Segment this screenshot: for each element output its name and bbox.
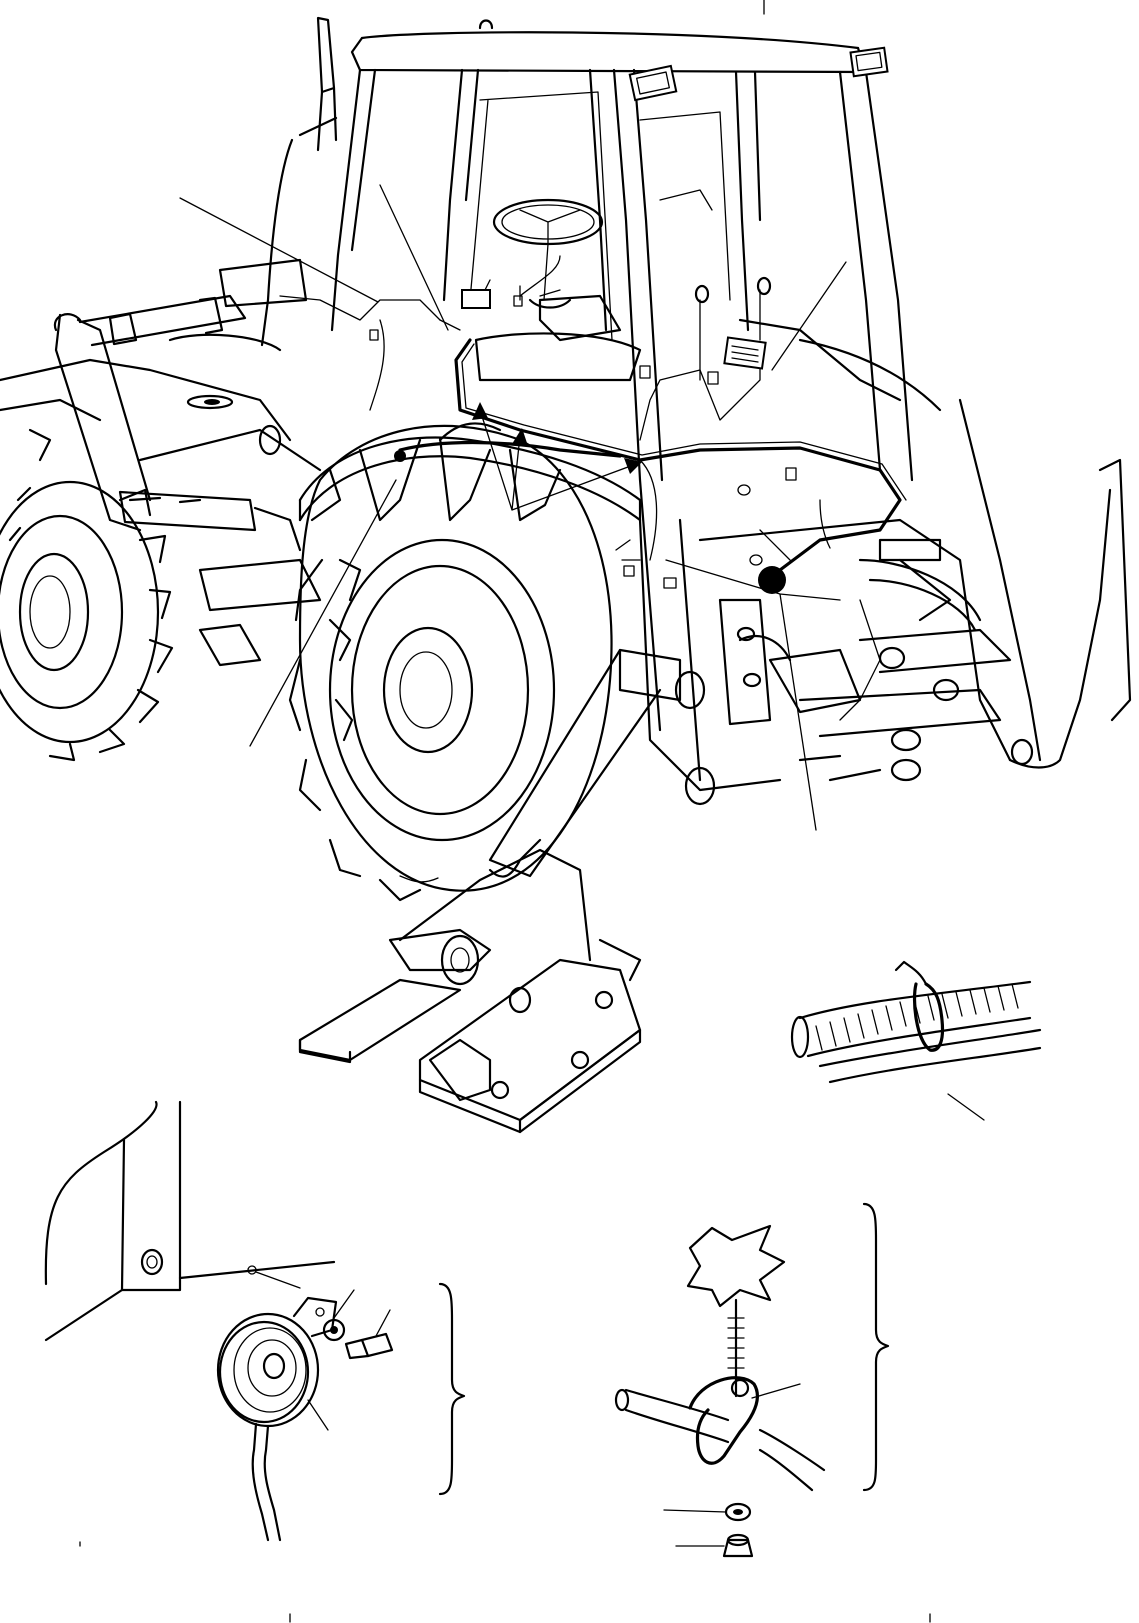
- detail-clip: [614, 1202, 890, 1558]
- wiring-harness: [279, 255, 907, 721]
- exhaust-stack: [260, 16, 338, 347]
- backhoe-loader: [0, 0, 1132, 1134]
- cab: [330, 0, 914, 732]
- loader-arms: [0, 258, 322, 667]
- detail-cable-tie: [790, 960, 1042, 1084]
- detail-horn: [44, 1100, 466, 1542]
- steering-wheel: [492, 198, 604, 309]
- leader-lines: [179, 184, 985, 1121]
- seat: [474, 294, 942, 412]
- stabilizer: [298, 648, 716, 1134]
- front-wheel: [0, 480, 174, 762]
- fender: [298, 422, 642, 522]
- rear-body: [638, 398, 1132, 792]
